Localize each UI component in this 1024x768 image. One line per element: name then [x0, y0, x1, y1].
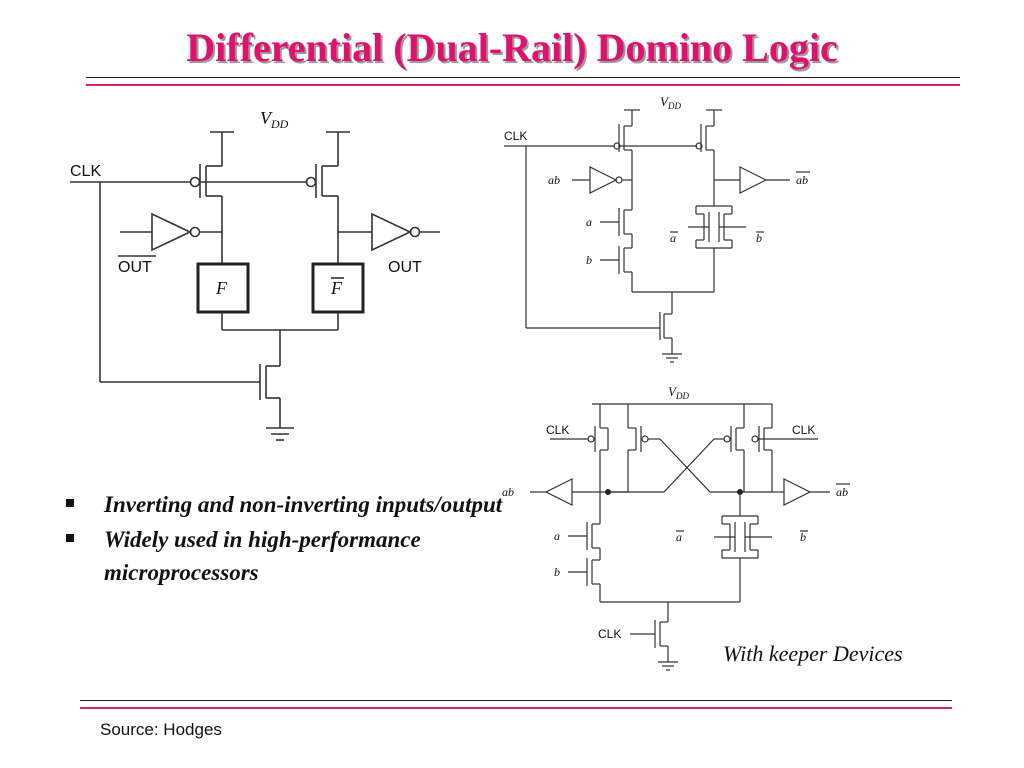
left-out-label: OUT	[388, 259, 422, 276]
br-clk-right-label: CLK	[792, 423, 815, 437]
bullet-item: Inverting and non-inverting inputs/outpu…	[66, 488, 506, 521]
left-domino-circuit: VDD CLK OUT OUT F F	[70, 108, 440, 441]
bullet-text: Widely used in high-performance micropro…	[104, 527, 421, 585]
f-bar-block	[311, 262, 365, 314]
br-node-left	[605, 489, 611, 495]
title-rule-black	[86, 77, 960, 78]
footer-rule-pink	[80, 707, 952, 709]
tr-ab-bar-label: ab	[796, 173, 808, 187]
br-clk-left-label: CLK	[546, 423, 569, 437]
keeper-caption: With keeper Devices	[723, 641, 903, 666]
left-out-bar-label: OUT	[118, 259, 152, 276]
slide-title: Differential (Dual-Rail) Domino Logic	[186, 25, 838, 70]
br-ab-bar-label: ab	[836, 485, 848, 499]
br-ab-label: ab	[502, 485, 514, 499]
square-bullet-icon	[66, 534, 74, 542]
f-block	[196, 262, 250, 314]
footer-rule-black	[80, 700, 952, 701]
tr-clk-label: CLK	[504, 129, 527, 143]
left-clk-label: CLK	[70, 163, 101, 180]
bullet-list: Inverting and non-inverting inputs/outpu…	[66, 488, 506, 591]
tr-ab-label: ab	[548, 173, 560, 187]
bullet-text: Inverting and non-inverting inputs/outpu…	[104, 492, 503, 517]
f-label: F	[215, 278, 228, 298]
tr-a-label: a	[586, 215, 592, 229]
f-bar-label: F	[330, 278, 343, 298]
br-a-bar-label: a	[676, 530, 682, 544]
title-rule-pink	[86, 84, 960, 86]
top-right-circuit: VDD CLK ab ab a b	[504, 94, 810, 363]
tr-b-label: b	[586, 253, 592, 267]
left-vdd-label: VDD	[260, 108, 289, 131]
br-vdd-label: VDD	[668, 384, 689, 401]
br-clk-bottom-label: CLK	[598, 627, 621, 641]
bottom-right-keeper-circuit: VDD CLK CLK ab ab	[502, 384, 850, 671]
source-note: Source: Hodges	[100, 720, 222, 739]
br-a-label: a	[554, 529, 560, 543]
tr-b-bar-label: b	[756, 231, 762, 245]
br-b-label: b	[554, 565, 560, 579]
square-bullet-icon	[66, 499, 74, 507]
tr-vdd-label: VDD	[660, 94, 681, 111]
br-b-bar-label: b	[800, 530, 806, 544]
bullet-item: Widely used in high-performance micropro…	[66, 523, 506, 589]
tr-a-bar-label: a	[670, 231, 676, 245]
